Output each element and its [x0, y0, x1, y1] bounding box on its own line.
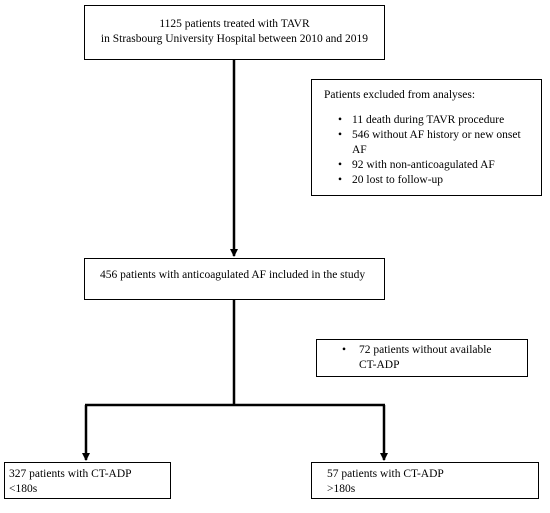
excluded-list: 11 death during TAVR procedure 546 witho… [324, 113, 531, 188]
excluded-item: 11 death during TAVR procedure [338, 113, 531, 128]
ct-adp-high-line2: >180s [327, 483, 356, 495]
ct-adp-low-line1: 327 patients with CT-ADP [9, 468, 132, 480]
study-population-box: 456 patients with anticoagulated AF incl… [84, 258, 385, 300]
total-patients-line1: 1125 patients treated with TAVR [159, 18, 310, 30]
no-ct-adp-box: • 72 patients without available CT-ADP [316, 339, 528, 377]
study-population-label: 456 patients with anticoagulated AF incl… [100, 269, 366, 281]
ct-adp-high-line1: 57 patients with CT-ADP [327, 468, 444, 480]
total-patients-line2: in Strasbourg University Hospital betwee… [100, 33, 369, 45]
excluded-item: 546 without AF history or new onset AF [338, 128, 531, 158]
excluded-item: 20 lost to follow-up [338, 173, 531, 188]
excluded-title: Patients excluded from analyses: [324, 89, 476, 101]
total-patients-box: 1125 patients treated with TAVR in Stras… [84, 5, 385, 60]
ct-adp-low-box: 327 patients with CT-ADP <180s [4, 462, 171, 499]
ct-adp-high-box: 57 patients with CT-ADP >180s [311, 462, 539, 499]
no-ct-adp-line1: 72 patients without available [359, 344, 492, 356]
ct-adp-low-line2: <180s [9, 483, 38, 495]
excluded-item: 92 with non-anticoagulated AF [338, 158, 531, 173]
excluded-patients-box: Patients excluded from analyses: 11 deat… [311, 79, 542, 196]
bullet-icon: • [342, 344, 347, 356]
no-ct-adp-line2: CT-ADP [359, 359, 400, 371]
